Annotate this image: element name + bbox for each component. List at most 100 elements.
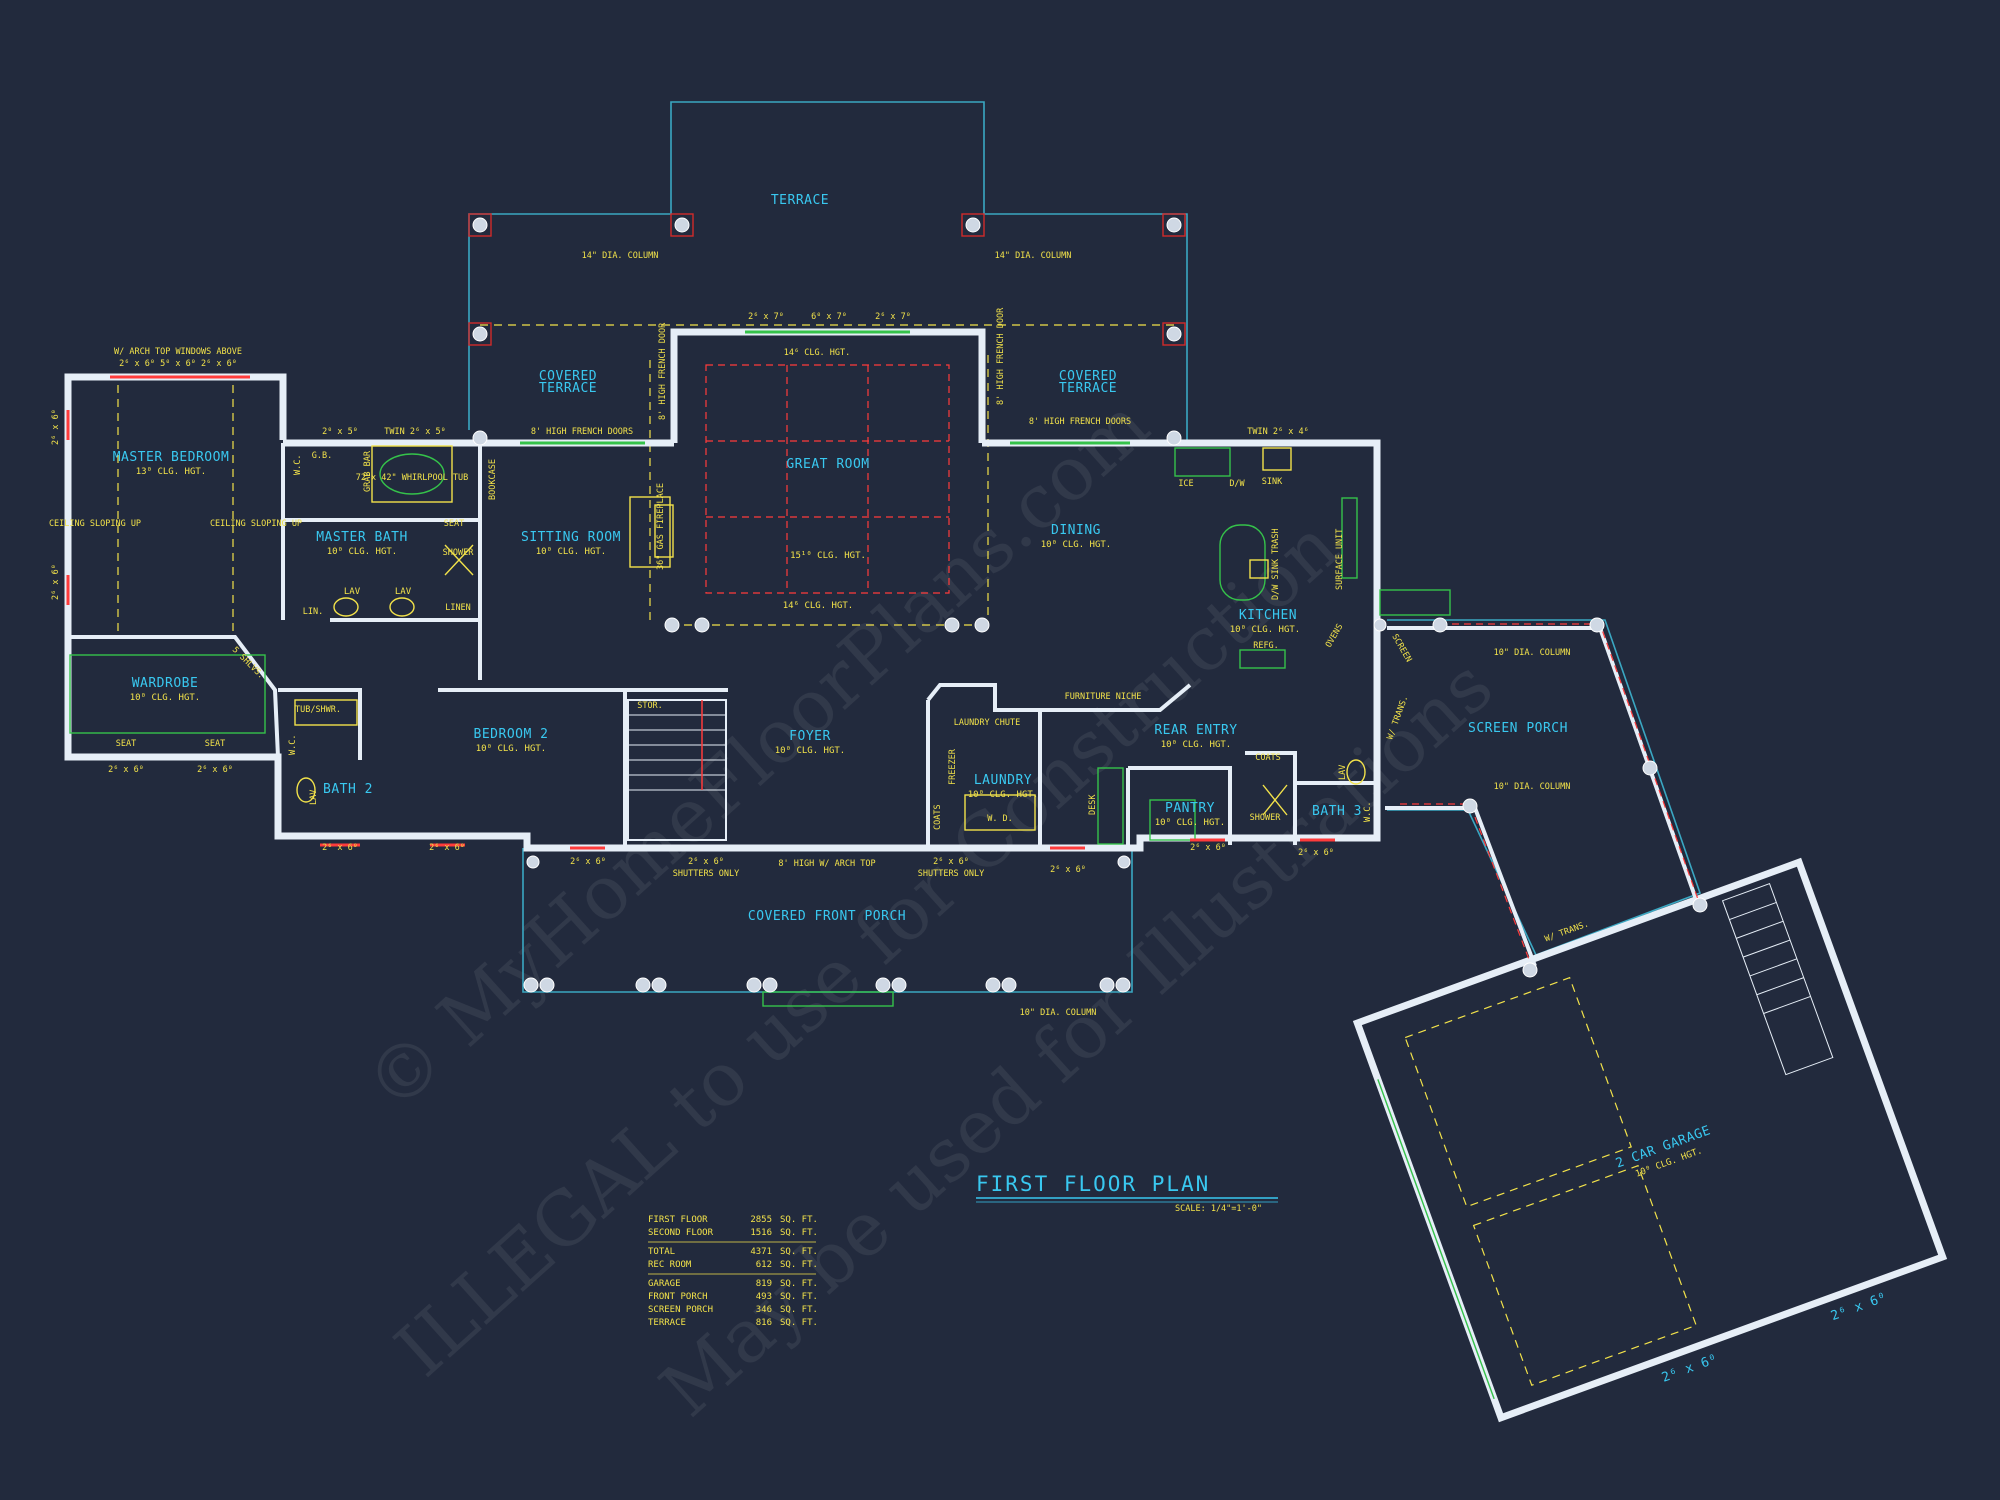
- plan-scale: SCALE: 1/4"=1'-0": [1175, 1204, 1262, 1214]
- bath-2-wc: W.C.: [288, 735, 298, 755]
- area-name: SCREEN PORCH: [648, 1305, 713, 1315]
- laundry-height: 10⁰ CLG. HGT.: [968, 790, 1038, 800]
- area-value: 819: [756, 1279, 772, 1289]
- ceiling-sloping-right: CEILING SLOPING UP: [210, 519, 302, 529]
- area-name: SECOND FLOOR: [648, 1228, 714, 1238]
- tub-shower-bath2: TUB/SHWR.: [295, 705, 341, 715]
- wardrobe-height: 10⁰ CLG. HGT.: [130, 693, 200, 703]
- area-value: 346: [756, 1305, 772, 1315]
- area-name: FRONT PORCH: [648, 1292, 708, 1302]
- kitchen-height: 10⁰ CLG. HGT.: [1230, 625, 1300, 635]
- bath-3-lav: LAV: [1338, 765, 1348, 780]
- seat-wardrobe-2: SEAT: [205, 739, 225, 749]
- storage-label: STOR.: [637, 701, 663, 711]
- pantry-label: PANTRY: [1165, 801, 1215, 816]
- whirlpool-note: 72"x 42" WHIRLPOOL TUB: [356, 473, 469, 483]
- window-markers: [66, 330, 1335, 850]
- area-value: 1516: [750, 1228, 772, 1238]
- area-unit: SQ. FT.: [780, 1247, 818, 1257]
- wardrobe-label: WARDROBE: [132, 676, 199, 691]
- area-name: GARAGE: [648, 1279, 681, 1289]
- column-note-right: 14" DIA. COLUMN: [995, 251, 1072, 261]
- twin-window-left: TWIN 2⁶ x 5⁰: [384, 427, 445, 437]
- fireplace-box: [629, 496, 671, 568]
- covered-terrace-left-label: COVERED: [539, 369, 597, 384]
- porch-step: [762, 991, 894, 1007]
- foyer-height: 10⁰ CLG. HGT.: [775, 746, 845, 756]
- area-name: TERRACE: [648, 1318, 686, 1328]
- area-name: TOTAL: [648, 1247, 675, 1257]
- area-value: 493: [756, 1292, 772, 1302]
- covered-terrace-right-label: COVERED: [1059, 369, 1117, 384]
- wc-master: W.C.: [293, 455, 303, 475]
- window-2050: 2⁰ x 5⁰: [322, 427, 358, 437]
- area-value: 816: [756, 1318, 772, 1328]
- area-unit: SQ. FT.: [780, 1292, 818, 1302]
- area-name: FIRST FLOOR: [648, 1215, 708, 1225]
- front-window-3: 2⁶ x 6⁰: [933, 857, 969, 867]
- area-value: 612: [756, 1260, 772, 1270]
- gb-master: G.B.: [312, 451, 332, 461]
- kitchen-label: KITCHEN: [1239, 608, 1297, 623]
- shelves-note: 5 SHLVS.: [230, 645, 266, 681]
- bath-3-label: BATH 3: [1312, 804, 1362, 819]
- shutters-left: SHUTTERS ONLY: [673, 869, 740, 879]
- twin-window-right: TWIN 2⁶ x 4⁶: [1247, 427, 1308, 437]
- great-room-height: 15¹⁰ CLG. HGT.: [790, 551, 866, 561]
- garage: 2 CAR GARAGE 10⁰ CLG. HGT. 2⁶ x 6⁰ 2⁶ x …: [1352, 857, 1948, 1423]
- ovens-label: OVENS: [1324, 622, 1345, 649]
- covered-terrace-left-label-2: TERRACE: [539, 381, 597, 396]
- dw-label: D/W: [1229, 479, 1245, 489]
- area-unit: SQ. FT.: [780, 1318, 818, 1328]
- shower-master: SHOWER: [443, 548, 475, 558]
- foyer-label: FOYER: [789, 729, 831, 744]
- plan-title: FIRST FLOOR PLAN: [976, 1172, 1210, 1196]
- master-bedroom-windows: 2⁶ x 6⁰ 5⁰ x 6⁰ 2⁶ x 6⁰: [119, 359, 237, 369]
- dining-label: DINING: [1051, 523, 1101, 538]
- arch-top-door: 8' HIGH W/ ARCH TOP: [778, 859, 875, 869]
- terrace-label: TERRACE: [771, 193, 829, 208]
- stair-main: [627, 699, 727, 841]
- coats-1: COATS: [933, 804, 943, 830]
- sitting-room-height: 10⁰ CLG. HGT.: [536, 547, 606, 557]
- column-note-left: 14" DIA. COLUMN: [582, 251, 659, 261]
- screen-porch-label: SCREEN PORCH: [1468, 721, 1568, 736]
- furniture-niche: FURNITURE NICHE: [1065, 692, 1142, 702]
- laundry-label: LAUNDRY: [974, 773, 1032, 788]
- master-window-side-2: 2⁶ x 6⁰: [51, 564, 61, 600]
- desk-label: DESK: [1088, 794, 1098, 815]
- bath-3-window: 2⁶ x 6⁰: [1298, 848, 1334, 858]
- master-bedroom-label: MASTER BEDROOM: [113, 450, 230, 465]
- porch-column-note: 10" DIA. COLUMN: [1020, 1008, 1097, 1018]
- ceiling-sloping-left: CEILING SLOPING UP: [49, 519, 141, 529]
- whirlpool-tub: [371, 445, 453, 503]
- room-labels: TERRACE 14" DIA. COLUMN 14" DIA. COLUMN …: [49, 193, 1570, 1018]
- area-unit: SQ. FT.: [780, 1228, 818, 1238]
- bedroom-2-label: BEDROOM 2: [474, 727, 549, 742]
- french-doors-right: 8' HIGH FRENCH DOORS: [1029, 417, 1131, 427]
- beams: [117, 324, 1175, 633]
- pantry-window: 2⁶ x 6⁰: [1190, 843, 1226, 853]
- bedroom-2-height: 10⁰ CLG. HGT.: [476, 744, 546, 754]
- bath-2-lav: LAV: [309, 790, 319, 805]
- area-name: REC ROOM: [648, 1260, 692, 1270]
- area-unit: SQ. FT.: [780, 1215, 818, 1225]
- shower-bath3: SHOWER: [1250, 813, 1282, 823]
- french-door-vertical-right: 8' HIGH FRENCH DOOR: [996, 307, 1006, 405]
- master-bath-label: MASTER BATH: [316, 530, 408, 545]
- rear-entry-label: REAR ENTRY: [1154, 723, 1237, 738]
- wardrobe-window-1: 2⁶ x 6⁰: [108, 765, 144, 775]
- master-bedroom-height: 13⁰ CLG. HGT.: [136, 467, 206, 477]
- covered-front-porch-label: COVERED FRONT PORCH: [748, 909, 906, 924]
- door-size-1: 2⁶ x 7⁰: [748, 312, 784, 322]
- lav-1: LAV: [344, 587, 361, 597]
- fixtures: [69, 445, 1451, 845]
- seat-wardrobe-1: SEAT: [116, 739, 136, 749]
- area-value: 2855: [750, 1215, 772, 1225]
- area-unit: SQ. FT.: [780, 1305, 818, 1315]
- great-room-beam-height: 14⁶ CLG. HGT.: [783, 601, 853, 611]
- freezer-label: FREEZER: [948, 748, 958, 785]
- door-size-2: 6⁰ x 7⁰: [811, 312, 847, 322]
